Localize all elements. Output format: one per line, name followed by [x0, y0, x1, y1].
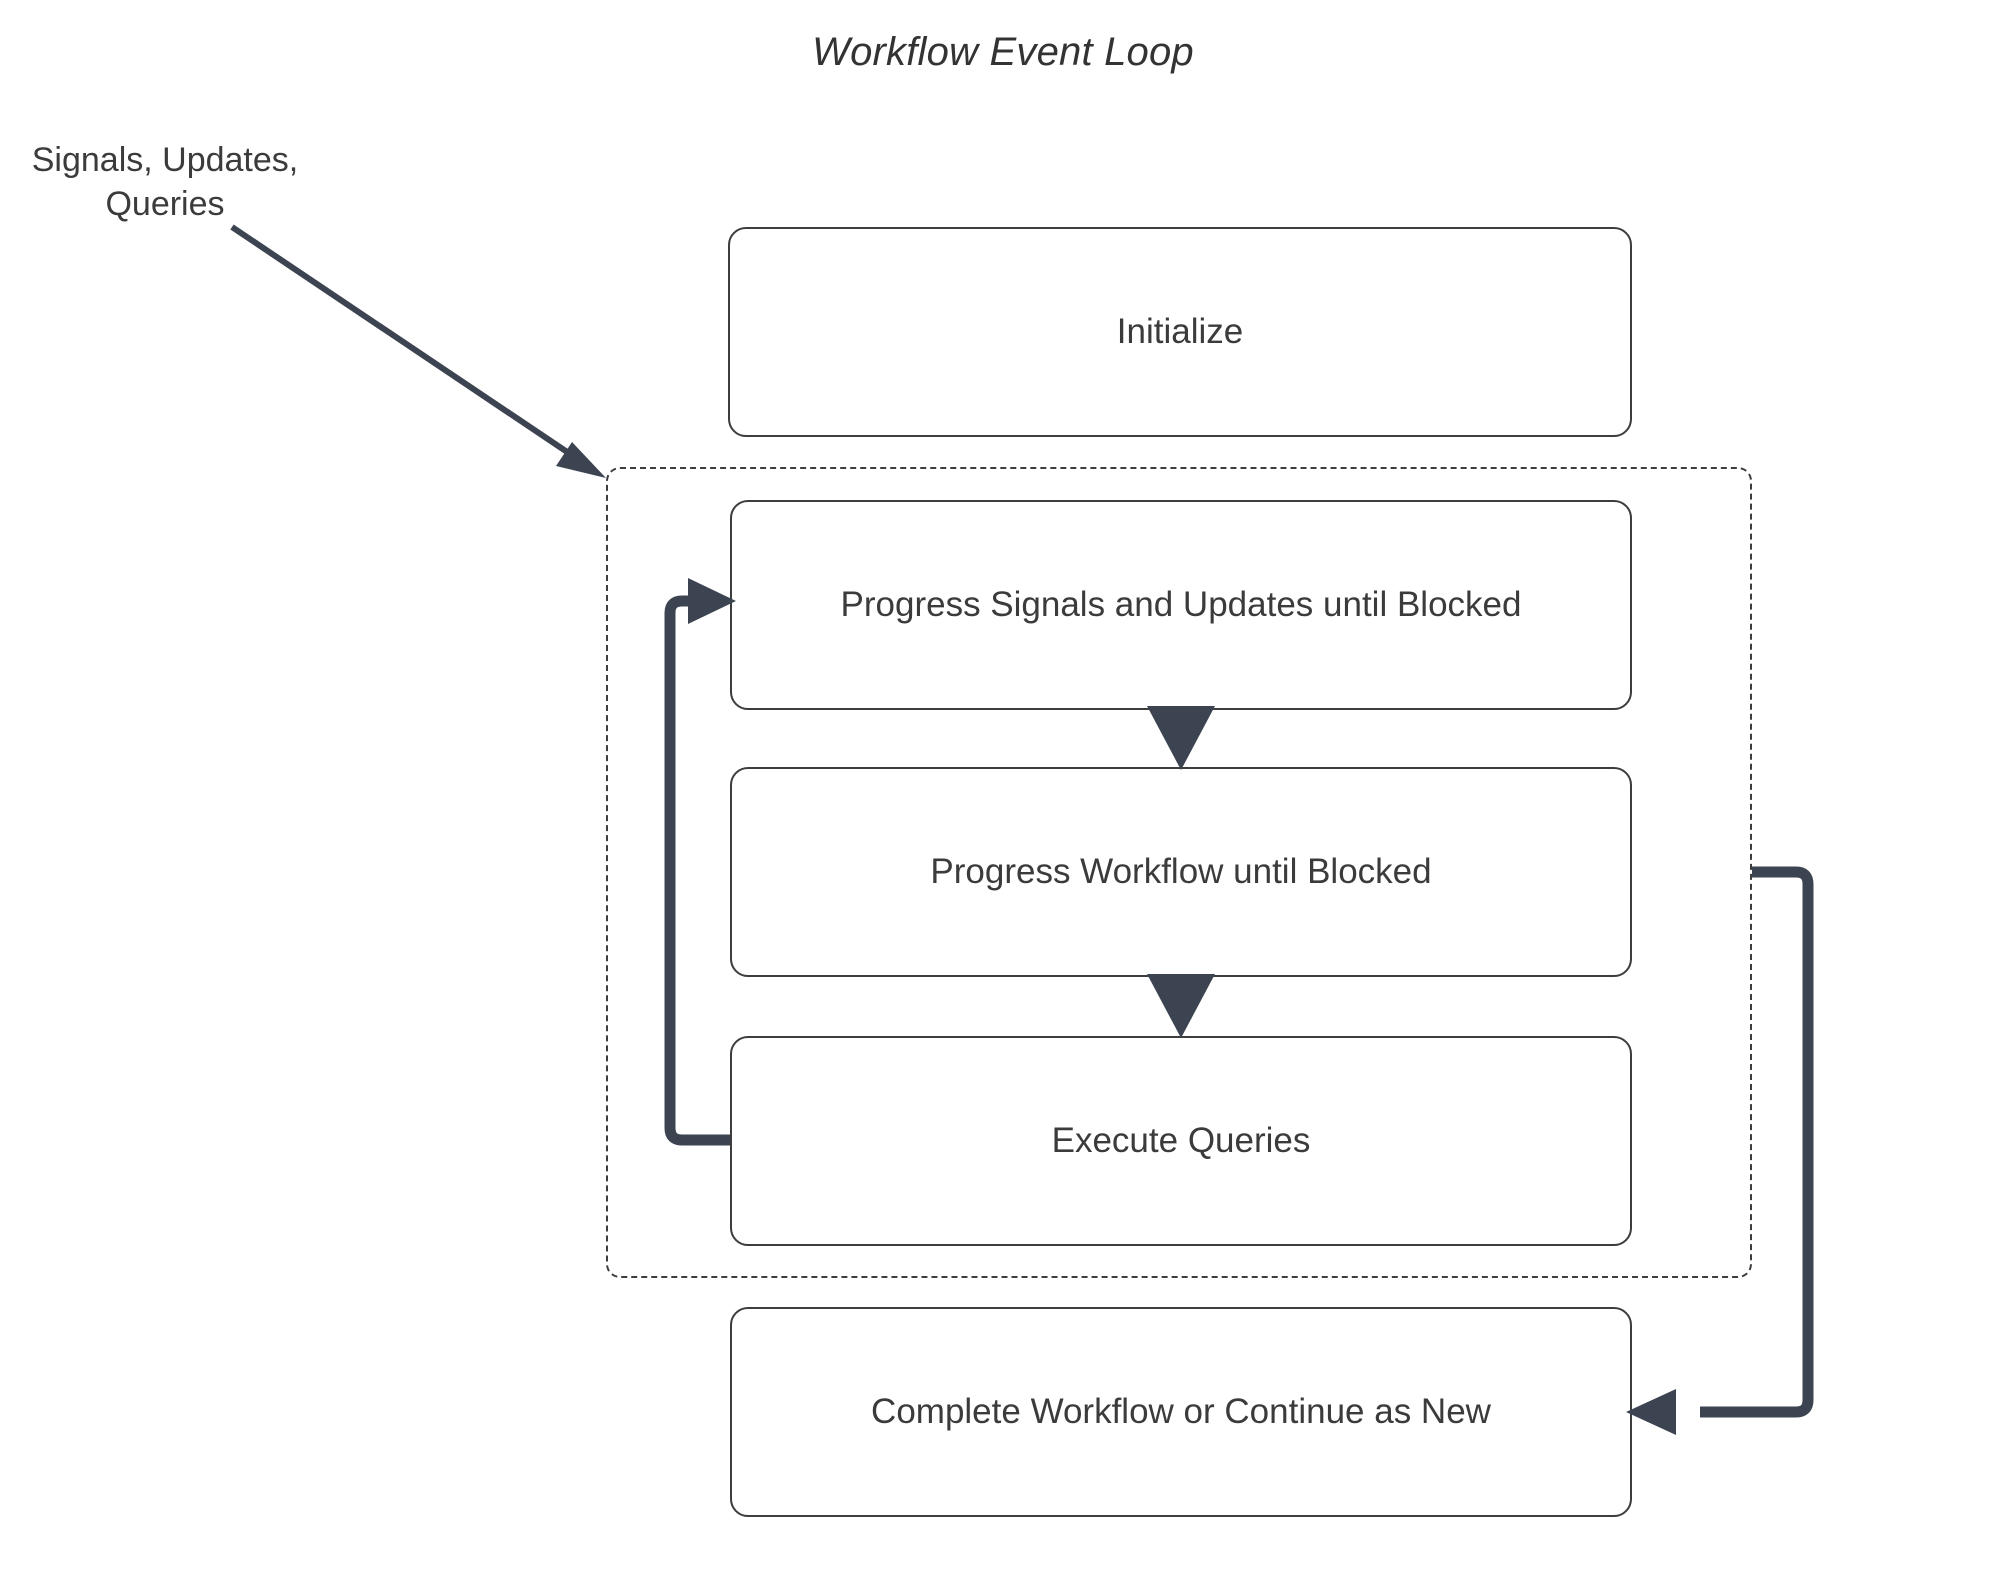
inbound-signals-label: Signals, Updates, Queries [31, 141, 299, 223]
page-title: Workflow Event Loop [812, 30, 1194, 74]
node-progress-workflow[interactable]: Progress Workflow until Blocked [730, 767, 1632, 977]
node-complete-workflow-label: Complete Workflow or Continue as New [871, 1392, 1491, 1431]
node-initialize-label: Initialize [1116, 312, 1244, 351]
node-initialize[interactable]: Initialize [728, 227, 1632, 437]
node-complete-workflow[interactable]: Complete Workflow or Continue as New [730, 1307, 1632, 1517]
node-progress-workflow-label: Progress Workflow until Blocked [930, 852, 1432, 891]
edge-input-to-loop-icon [230, 224, 606, 478]
node-execute-queries-label: Execute Queries [1051, 1121, 1311, 1160]
node-execute-queries[interactable]: Execute Queries [730, 1036, 1632, 1246]
node-progress-signals-updates[interactable]: Progress Signals and Updates until Block… [730, 500, 1632, 710]
node-progress-signals-updates-label: Progress Signals and Updates until Block… [840, 585, 1522, 624]
